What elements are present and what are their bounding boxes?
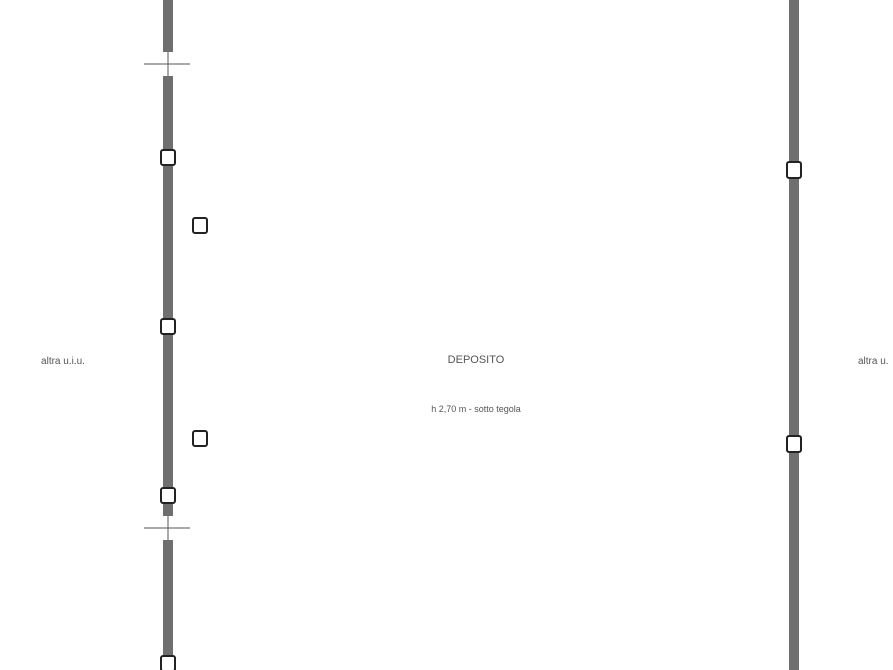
right-pillar-2 <box>786 435 802 453</box>
left-neighbor-label: altra u.i.u. <box>41 356 85 367</box>
inner-pillar-2 <box>192 430 208 447</box>
left-pillar-2 <box>160 318 176 335</box>
right-neighbor-label: altra u. <box>858 356 889 367</box>
room-name-label: DEPOSITO <box>448 354 505 366</box>
left-pillar-4 <box>160 655 176 670</box>
left-wall-break-bottom <box>144 516 190 540</box>
right-pillar-1 <box>786 161 802 179</box>
right-wall <box>789 0 799 670</box>
left-wall-break-top <box>144 52 190 76</box>
inner-pillar-1 <box>192 217 208 234</box>
left-pillar-1 <box>160 149 176 166</box>
room-height-label: h 2,70 m - sotto tegola <box>431 404 521 414</box>
left-wall-upper <box>163 0 173 52</box>
left-wall-lower <box>163 540 173 670</box>
left-pillar-3 <box>160 487 176 504</box>
left-wall-middle <box>163 76 173 516</box>
